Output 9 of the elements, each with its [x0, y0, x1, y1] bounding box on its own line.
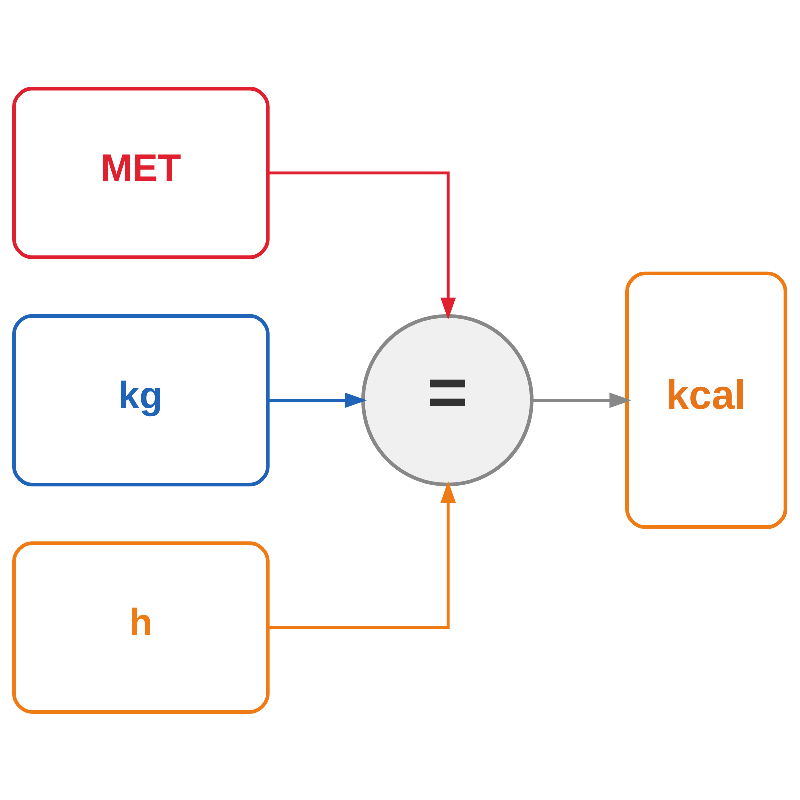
- node-circle: =: [362, 314, 534, 486]
- arrow: [268, 392, 368, 408]
- node-box: h: [12, 541, 270, 714]
- node-box: kg: [12, 314, 270, 486]
- node-box: kcal: [625, 271, 788, 529]
- arrow: [532, 392, 632, 408]
- node-box: MET: [12, 86, 270, 259]
- arrow: [268, 171, 456, 320]
- arrow: [268, 480, 456, 629]
